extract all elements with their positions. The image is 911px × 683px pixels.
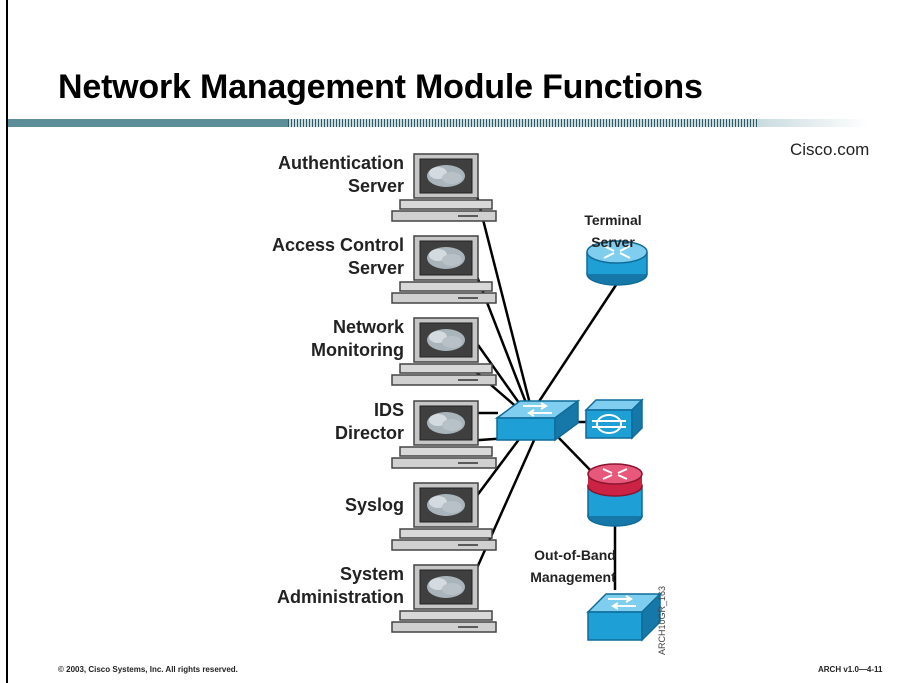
header-bar-fade bbox=[758, 119, 868, 127]
pc-icon-ids-director bbox=[391, 400, 497, 469]
label-network-monitoring-line1: Network bbox=[333, 317, 405, 337]
label-system-administration-line1: System bbox=[340, 564, 404, 584]
header-bar-stripe bbox=[288, 119, 758, 127]
label-system-administration-line2: Administration bbox=[277, 587, 404, 607]
pc-icon-system-administration bbox=[391, 564, 497, 633]
label-ids-director-line2: Director bbox=[335, 423, 404, 443]
label-ids-director-line1: IDS bbox=[374, 400, 404, 420]
slide-left-border bbox=[6, 0, 8, 683]
label-network-monitoring-line2: Monitoring bbox=[311, 340, 404, 360]
label-terminal-server-line2: Server bbox=[591, 234, 635, 250]
label-authentication-line1: Authentication bbox=[278, 153, 404, 173]
label-oob-line1: Out-of-Band bbox=[534, 547, 616, 563]
header-bar-solid bbox=[8, 119, 288, 127]
switch-icon-central bbox=[494, 399, 581, 442]
label-access-control-line2: Server bbox=[348, 258, 404, 278]
router-icon-oob bbox=[587, 463, 643, 527]
label-authentication-line2: Server bbox=[348, 176, 404, 196]
pc-icon-authentication bbox=[391, 153, 497, 222]
pc-icon-access-control bbox=[391, 235, 497, 304]
label-access-control-line1: Access Control bbox=[272, 235, 404, 255]
label-oob-line2: Management bbox=[530, 569, 616, 585]
brand-text: Cisco.com bbox=[790, 140, 870, 159]
footer-copyright: © 2003, Cisco Systems, Inc. All rights r… bbox=[58, 665, 238, 674]
router-icon-terminal-server bbox=[586, 240, 648, 286]
switch-icon-oob bbox=[586, 592, 662, 642]
label-syslog: Syslog bbox=[345, 495, 404, 515]
label-terminal-server-line1: Terminal bbox=[584, 212, 641, 228]
figure-code: ARCH10GR_163 bbox=[657, 586, 667, 655]
slide-title: Network Management Module Functions bbox=[58, 68, 703, 106]
firewall-icon bbox=[584, 398, 644, 440]
pc-icon-network-monitoring bbox=[391, 317, 497, 386]
footer-course-code: ARCH v1.0—4-11 bbox=[818, 665, 883, 674]
